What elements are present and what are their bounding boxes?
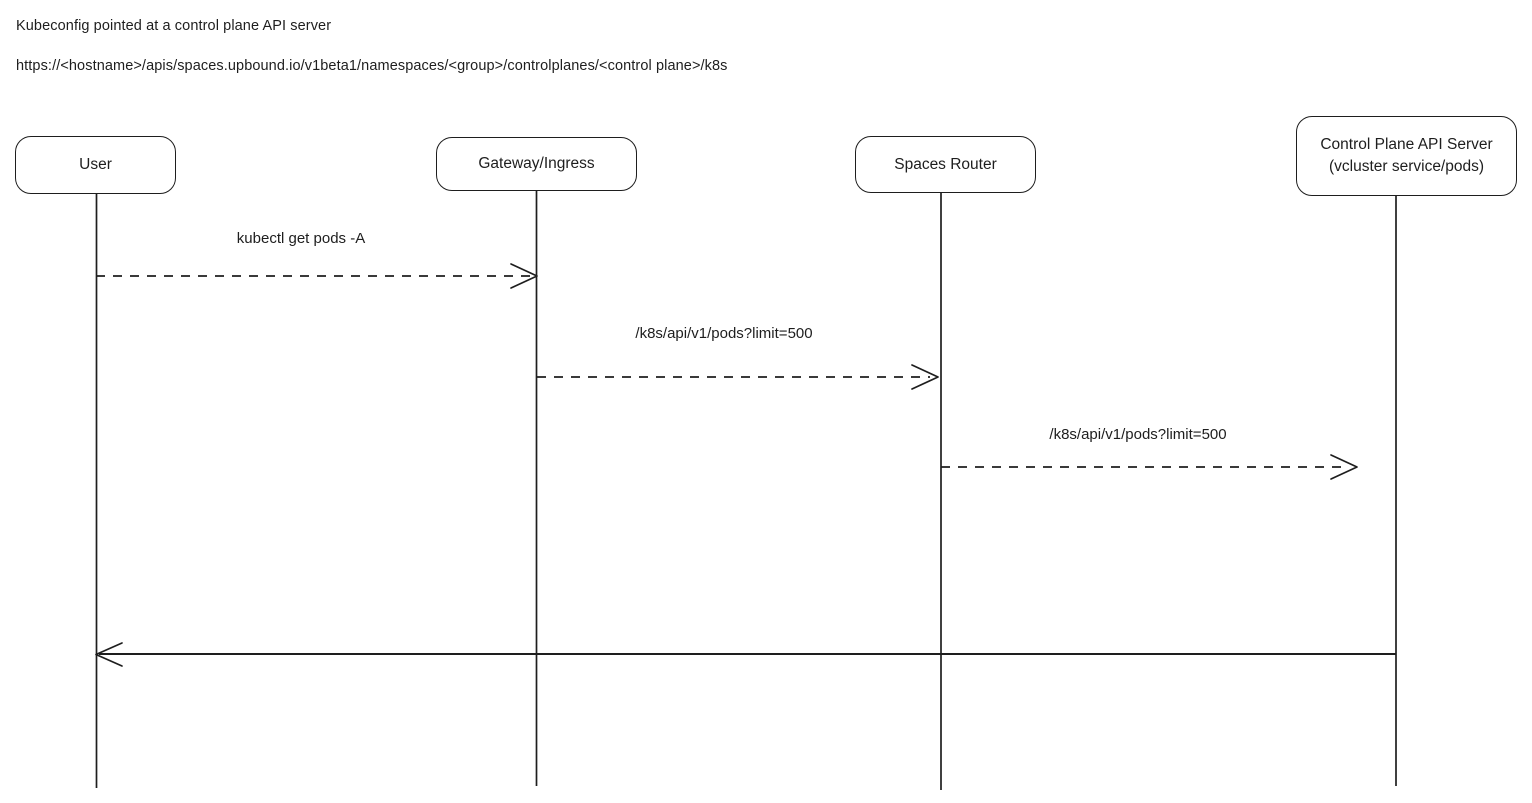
api-url-note: https://<hostname>/apis/spaces.upbound.i… <box>16 58 728 74</box>
message-arrow-response-return <box>95 642 1396 667</box>
actor-user-label: User <box>79 156 112 174</box>
actor-control-plane-label: Control Plane API Server (vcluster servi… <box>1320 134 1492 177</box>
actor-control-plane-label-line2: (vcluster service/pods) <box>1328 158 1485 175</box>
message-arrow-1-head <box>510 263 538 289</box>
message-label-kubectl-get-pods: kubectl get pods -A <box>236 230 366 247</box>
actor-gateway-ingress-label: Gateway/Ingress <box>478 155 595 173</box>
message-label-pods-limit-500-first: /k8s/api/v1/pods?limit=500 <box>635 325 813 342</box>
message-arrow-4-head <box>95 642 123 667</box>
message-arrow-router-to-controlplane <box>941 454 1358 480</box>
message-arrow-kubectl-get-pods <box>96 263 538 289</box>
message-label-pods-limit-500-second: /k8s/api/v1/pods?limit=500 <box>1049 426 1227 443</box>
actor-control-plane-api-server: Control Plane API Server (vcluster servi… <box>1296 116 1517 196</box>
message-arrow-gateway-to-router <box>537 364 939 390</box>
actor-spaces-router-label: Spaces Router <box>894 155 997 173</box>
actor-gateway-ingress: Gateway/Ingress <box>436 137 637 191</box>
kubeconfig-note: Kubeconfig pointed at a control plane AP… <box>16 18 332 34</box>
message-arrow-2-head <box>911 364 939 390</box>
message-arrow-3-head <box>1330 454 1358 480</box>
actor-user: User <box>15 136 176 194</box>
actor-spaces-router: Spaces Router <box>855 136 1036 193</box>
actor-control-plane-label-line1: Control Plane API Server <box>1320 136 1493 154</box>
